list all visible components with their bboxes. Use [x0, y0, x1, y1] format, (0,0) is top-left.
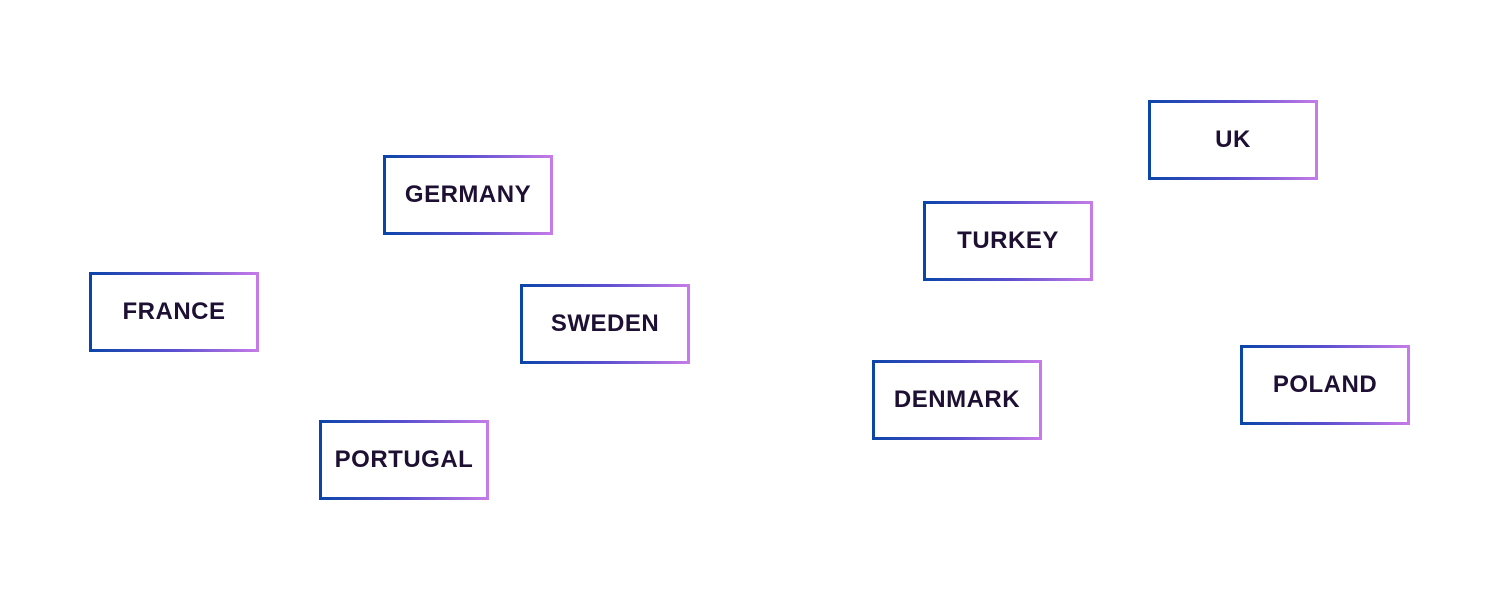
- country-tag-label: FRANCE: [122, 298, 226, 325]
- country-tag-label: UK: [1215, 126, 1251, 153]
- country-tag-label: TURKEY: [957, 227, 1059, 254]
- country-tag-label: GERMANY: [404, 181, 532, 208]
- country-tag-france[interactable]: FRANCE: [89, 272, 259, 352]
- country-tag-label: POLAND: [1272, 371, 1378, 398]
- country-tag-portugal[interactable]: PORTUGAL: [319, 420, 489, 500]
- country-tag-label: SWEDEN: [550, 310, 660, 337]
- country-tag-sweden[interactable]: SWEDEN: [520, 284, 690, 364]
- country-tag-uk[interactable]: UK: [1148, 100, 1318, 180]
- country-tag-germany[interactable]: GERMANY: [383, 155, 553, 235]
- country-tag-label: PORTUGAL: [334, 446, 474, 473]
- country-tag-label: DENMARK: [893, 386, 1021, 413]
- country-tag-denmark[interactable]: DENMARK: [872, 360, 1042, 440]
- country-tag-poland[interactable]: POLAND: [1240, 345, 1410, 425]
- country-tag-turkey[interactable]: TURKEY: [923, 201, 1093, 281]
